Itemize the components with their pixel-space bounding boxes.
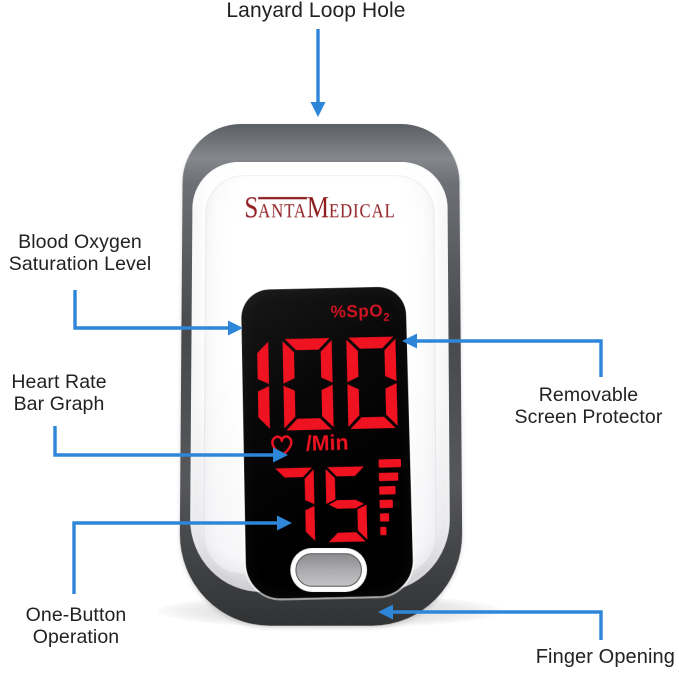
- pulse-value-readout: [271, 462, 371, 548]
- label-lanyard-loop-hole: Lanyard Loop Hole: [226, 0, 406, 22]
- label-finger-opening: Finger Opening: [535, 646, 675, 668]
- power-button-surface: [295, 553, 363, 587]
- bar-graph-segment: [379, 499, 393, 509]
- bar-graph-segment: [379, 513, 390, 522]
- bar-graph-segment: [378, 458, 402, 468]
- brand-logo-text: S: [244, 190, 259, 225]
- label-heart-rate-bar-graph: Heart Rate Bar Graph: [11, 371, 107, 415]
- label-removable-screen-protector: Removable Screen Protector: [514, 384, 663, 428]
- power-button: [290, 547, 368, 593]
- label-one-button-operation: One-Button Operation: [25, 604, 127, 648]
- heart-rate-bar-graph: [378, 458, 404, 536]
- pulse-unit-label: /Min: [305, 431, 349, 456]
- pulse-unit-row: /Min: [268, 431, 349, 458]
- device-face: SANTAMEDICAL %SpO2 /Min: [189, 162, 451, 600]
- spo2-value-readout: [250, 334, 401, 432]
- spo2-unit-label: %SpO2: [330, 301, 391, 324]
- led-display: %SpO2 /Min: [240, 286, 414, 600]
- bar-graph-segment: [380, 526, 387, 536]
- label-blood-oxygen-saturation: Blood Oxygen Saturation Level: [8, 231, 152, 275]
- brand-logo: SANTAMEDICAL: [244, 190, 396, 225]
- bar-graph-segment: [378, 472, 399, 482]
- pulse-oximeter-device: SANTAMEDICAL %SpO2 /Min: [179, 124, 463, 626]
- heart-icon: [268, 432, 296, 457]
- arrow-down-icon: [310, 102, 326, 117]
- bar-graph-segment: [379, 485, 396, 495]
